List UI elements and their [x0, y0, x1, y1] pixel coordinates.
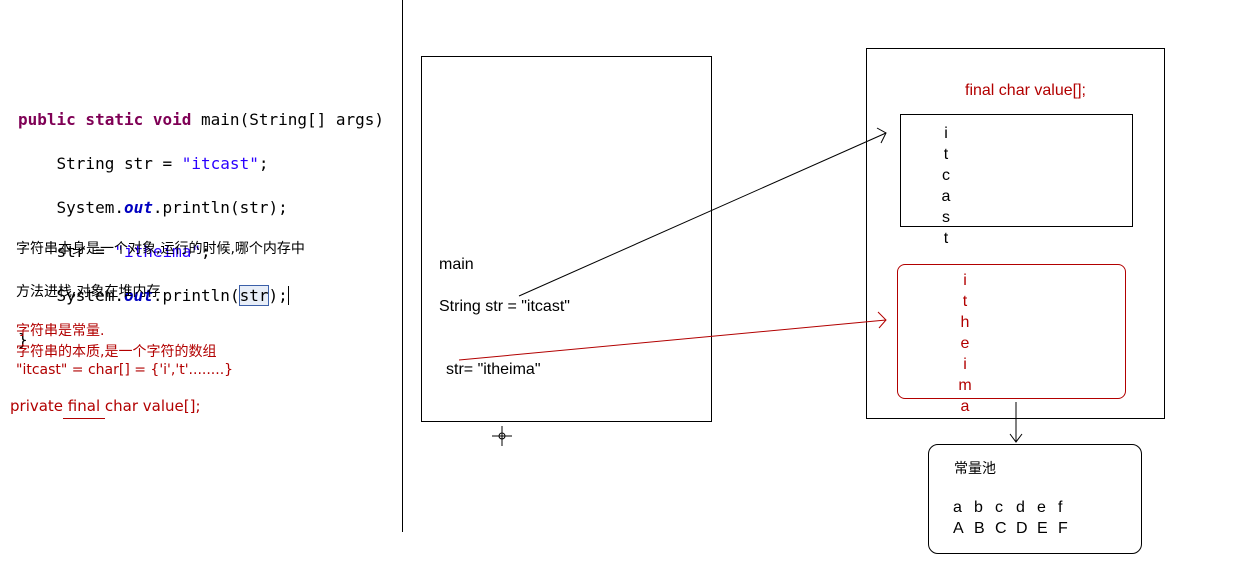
code-text: System.	[56, 286, 124, 305]
itheima-char: i	[963, 272, 967, 289]
code-line-1: public static void main(String[] args)	[18, 109, 384, 131]
pool-char: A	[953, 520, 964, 537]
code-string: "itheima"	[114, 242, 202, 261]
pool-char: f	[1058, 499, 1063, 516]
code-text: System.	[56, 198, 124, 217]
itheima-array-box	[897, 264, 1126, 399]
code-selected-var[interactable]: str	[238, 285, 270, 306]
pool-char: D	[1016, 520, 1028, 537]
crosshair-cursor-icon	[492, 426, 512, 446]
pool-char: e	[1037, 499, 1046, 516]
code-text: ;	[201, 242, 211, 261]
constant-pool-title: 常量池	[954, 461, 996, 477]
itcast-array-box	[900, 114, 1133, 227]
heap-field-label: final char value[];	[965, 82, 1086, 99]
pool-char: B	[974, 520, 985, 537]
code-text: .println(	[152, 286, 240, 305]
code-text: String str =	[56, 154, 182, 173]
code-line-6: }	[18, 329, 384, 351]
code-method-sig: main(String[] args)	[201, 110, 385, 129]
pool-char: c	[995, 499, 1003, 516]
code-line-5: System.out.println(str);	[18, 285, 384, 307]
code-text: ;	[258, 154, 269, 173]
pool-char: F	[1058, 520, 1068, 537]
note-constant: 字符串是常量.	[16, 323, 105, 339]
note-itcast-array: "itcast" = char[] = {'i','t'........}	[16, 362, 234, 378]
itheima-char: a	[960, 398, 970, 415]
pool-char: a	[953, 499, 962, 516]
itheima-char: t	[962, 293, 968, 310]
code-keywords: public static void	[18, 110, 192, 129]
pool-char: C	[995, 520, 1007, 537]
divider-line	[402, 0, 403, 532]
constant-pool-box	[928, 444, 1142, 554]
itheima-char: i	[963, 356, 967, 373]
code-line-2: String str = "itcast";	[18, 153, 384, 175]
note-value-field: private final char value[];	[10, 397, 201, 415]
code-line-4: str = "itheima";	[18, 241, 384, 263]
stack-reassign: str= "itheima"	[446, 361, 541, 378]
code-text: }	[18, 330, 28, 349]
pool-arrow-head	[1009, 433, 1023, 443]
pool-char: d	[1016, 499, 1025, 516]
code-text: );	[268, 286, 288, 305]
code-field: out	[123, 198, 153, 217]
note-char-array: 字符串的本质,是一个字符的数组	[16, 344, 217, 360]
pool-char: E	[1037, 520, 1048, 537]
itcast-char: t	[943, 230, 949, 247]
itcast-char: c	[942, 167, 950, 184]
code-block: public static void main(String[] args) S…	[18, 87, 384, 373]
pool-char: b	[974, 499, 983, 516]
code-field: out	[123, 286, 153, 305]
itheima-char: h	[960, 314, 970, 331]
heap-box	[866, 48, 1165, 419]
note-question: 字符串本身是一个对象,运行的时候,哪个内存中	[16, 241, 305, 257]
itcast-char: t	[943, 146, 949, 163]
text-cursor	[287, 286, 289, 305]
code-line-3: System.out.println(str);	[18, 197, 384, 219]
itcast-char: s	[942, 209, 950, 226]
itheima-char: m	[958, 377, 972, 394]
itcast-char: i	[944, 125, 948, 142]
stack-decl: String str = "itcast"	[439, 298, 570, 315]
code-text: str =	[56, 242, 115, 261]
itcast-char: a	[941, 188, 951, 205]
final-underline	[63, 418, 105, 419]
itheima-char: e	[960, 335, 970, 352]
note-answer: 方法进栈,对象在堆内存	[16, 284, 161, 300]
stack-main-label: main	[439, 256, 474, 273]
code-string: "itcast"	[181, 154, 259, 173]
code-text: .println(str);	[152, 198, 288, 217]
